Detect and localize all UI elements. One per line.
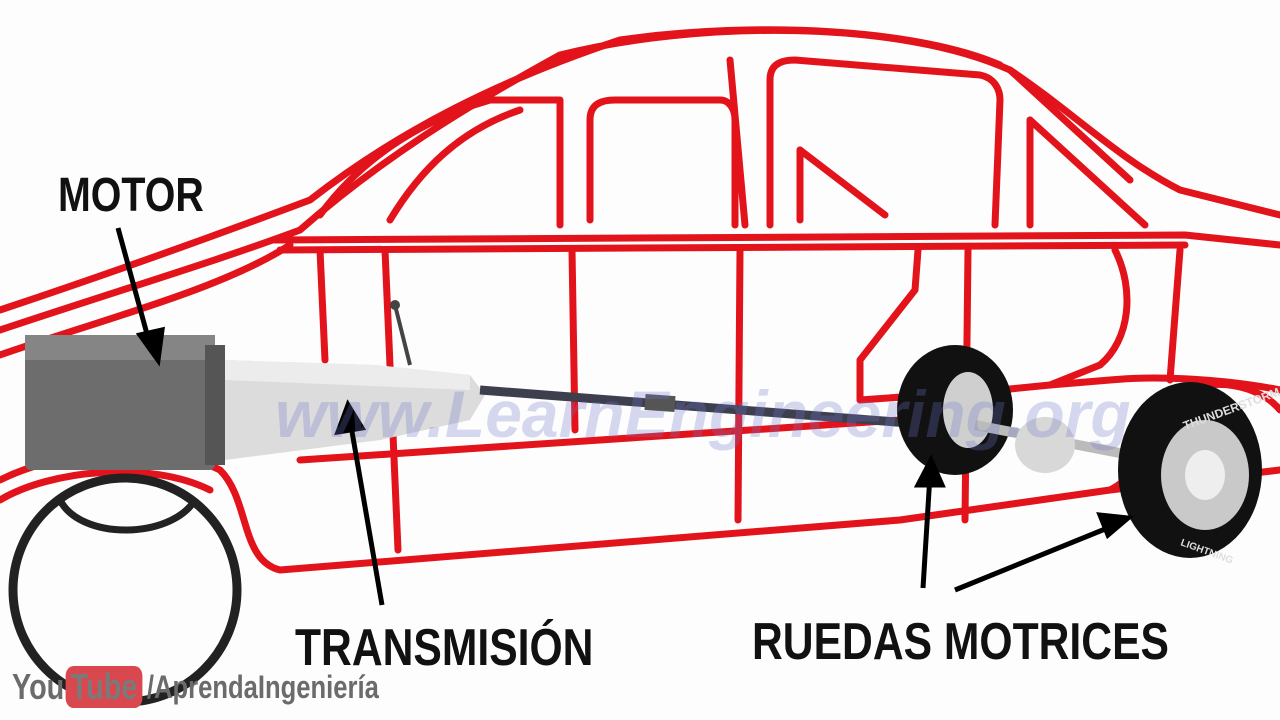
label-transmision: TRANSMISIÓN <box>295 619 594 677</box>
watermark: www.LearnEngineering.org <box>275 377 1131 451</box>
youtube-channel-branding: You Tube /AprendaIngeniería <box>12 664 379 710</box>
channel-name: /AprendaIngeniería <box>146 668 379 705</box>
arrow-rueda-2-head <box>1096 512 1135 540</box>
rear-wheel-near <box>1118 382 1262 558</box>
youtube-logo-you: You <box>12 666 65 707</box>
youtube-logo-tube: Tube <box>65 666 143 708</box>
arrow-rueda-1-head <box>913 454 946 488</box>
arrow-motor-line <box>115 227 153 346</box>
arrow-rueda-1-line <box>920 474 933 589</box>
label-motor: MOTOR <box>58 169 204 222</box>
engine <box>25 335 225 470</box>
gear-lever-knob <box>390 300 400 310</box>
differential <box>1015 417 1075 473</box>
front-wheel-inner-arc <box>56 497 198 534</box>
gear-lever <box>393 304 412 366</box>
arrow-transmision-head <box>334 399 367 436</box>
arrow-motor-head <box>135 326 165 367</box>
label-ruedas-motrices: RUEDAS MOTRICES <box>752 613 1169 671</box>
driveshaft-joint <box>644 393 676 413</box>
arrows <box>115 227 1135 606</box>
rear-axle <box>974 417 1131 473</box>
arrow-transmision-line <box>347 419 385 606</box>
arrow-rueda-2-line <box>954 522 1116 593</box>
transmission <box>225 300 485 460</box>
car-frame <box>0 26 1280 574</box>
